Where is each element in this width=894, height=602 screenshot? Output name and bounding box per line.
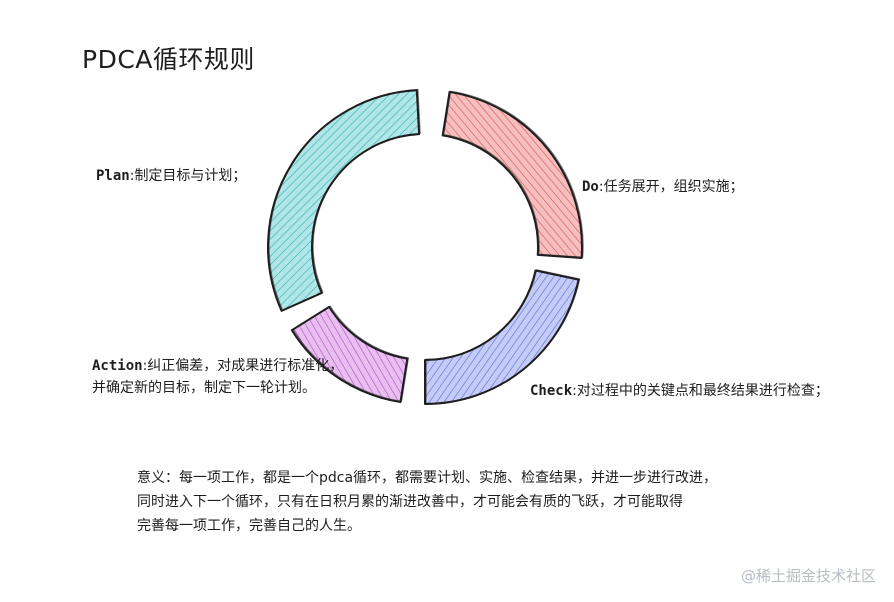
- segment-action-outline: [290, 305, 409, 404]
- action-key: Action: [92, 358, 143, 374]
- page-title: PDCA循环规则: [82, 45, 255, 74]
- watermark: @稀土掘金技术社区: [740, 567, 876, 585]
- plan-sep: :: [129, 168, 135, 184]
- segment-action-hatch: [291, 306, 408, 403]
- plan-key: Plan: [96, 168, 130, 184]
- meaning-line-2: 同时进入下一个循环，只有在日积月累的渐进改善中，才可能会有质的飞跃，才可能取得: [137, 494, 683, 510]
- segment-action-sketch-line: [292, 305, 410, 402]
- meaning-paragraph: 意义：每一项工作，都是一个pdca循环，都需要计划、实施、检查结果，并进一步进行…: [137, 466, 717, 538]
- do-key: Do: [582, 179, 599, 195]
- check-key: Check: [530, 383, 573, 399]
- segment-check-outline: [424, 269, 580, 405]
- action-label: Action:纠正偏差，对成果进行标准化， 并确定新的目标，制定下一轮计划。: [92, 355, 343, 399]
- check-label: Check:对过程中的关键点和最终结果进行检查；: [530, 380, 829, 400]
- do-text: 任务展开，组织实施；: [603, 179, 744, 195]
- segment-check: [424, 269, 581, 405]
- segment-check-hatch: [425, 270, 579, 404]
- segment-plan-outline: [267, 89, 421, 312]
- plan-text: 制定目标与计划；: [134, 168, 247, 184]
- do-label: Do:任务展开，组织实施；: [582, 176, 744, 196]
- check-text: 对过程中的关键点和最终结果进行检查；: [576, 383, 829, 399]
- action-text-line2: 并确定新的目标，制定下一轮计划。: [92, 380, 316, 396]
- segment-action: [290, 305, 410, 404]
- check-sep: :: [572, 383, 577, 399]
- plan-label: Plan:制定目标与计划；: [96, 165, 246, 185]
- meaning-line-3: 完善每一项工作，完善自己的人生。: [137, 518, 361, 534]
- meaning-line-1: 意义：每一项工作，都是一个pdca循环，都需要计划、实施、检查结果，并进一步进行…: [137, 470, 718, 486]
- segment-do-sketch-line: [443, 90, 584, 258]
- action-text-line1: 纠正偏差，对成果进行标准化，: [147, 358, 344, 374]
- segment-do: [441, 90, 584, 259]
- do-sep: :: [598, 179, 604, 195]
- segment-check-sketch-line: [425, 269, 581, 404]
- segment-do-outline: [441, 90, 583, 259]
- segment-plan: [267, 88, 421, 312]
- segment-plan-sketch-line: [268, 88, 421, 311]
- segment-plan-hatch: [268, 90, 420, 311]
- action-sep: :: [142, 358, 148, 374]
